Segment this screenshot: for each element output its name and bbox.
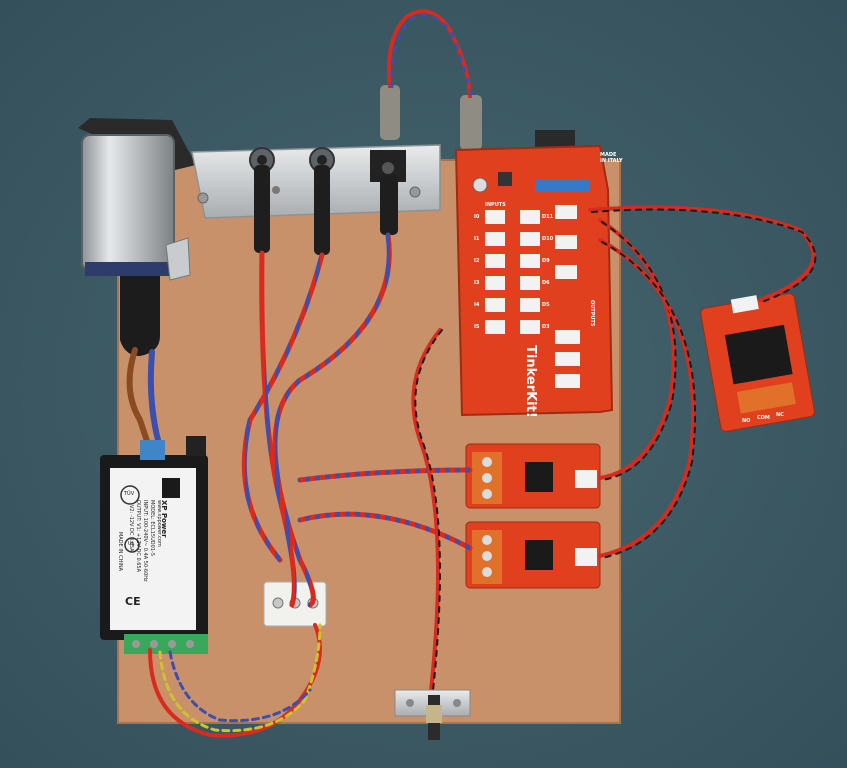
pin-label: D10 (542, 236, 554, 242)
jack-socket-icon (309, 147, 335, 255)
relay-nc-label: NC (776, 412, 784, 418)
tuv-mark: TÜV (124, 491, 135, 497)
psu-model: MODEL: ECL15UD01-S (149, 500, 155, 556)
jack-socket-icon (249, 147, 275, 253)
mosfet-module-2 (465, 521, 601, 589)
pin-label: I4 (474, 302, 480, 308)
pin-label: D6 (542, 280, 550, 286)
input-connectors (485, 205, 580, 388)
made-in-label: MADE IN ITALY (600, 152, 623, 164)
controller-name: TinkerKit! (523, 345, 538, 418)
pin-label: I1 (474, 236, 480, 242)
psu-website: www.xppower.com (156, 500, 162, 547)
relay-no-label: NO (742, 418, 751, 424)
pin-label: I5 (474, 324, 480, 330)
ce-mark: CE (125, 595, 141, 608)
relay-icon (700, 292, 815, 432)
psu-module (100, 436, 208, 654)
pin-label: I2 (474, 258, 480, 264)
inputs-label: INPUTS (485, 202, 506, 208)
pin-label: D11 (542, 214, 554, 220)
pin-label: D5 (542, 302, 550, 308)
plug-cable (380, 9, 482, 150)
led-icon (394, 689, 471, 740)
pin-label: D9 (542, 258, 550, 264)
pin-label: D3 (542, 324, 550, 330)
ul-mark: UL (128, 541, 135, 547)
pin-label: I3 (474, 280, 480, 286)
psu-input: INPUT: 100-240V~ 0.4A 50-60Hz (142, 500, 148, 582)
relay-com-label: COM (757, 415, 770, 421)
power-inlet-icon (78, 118, 196, 356)
wiring (148, 205, 817, 738)
outputs-label: OUTPUTS (589, 300, 595, 327)
tinkerkit-board (454, 130, 614, 417)
mosfet-module-1 (465, 443, 601, 509)
jack-socket-icon (370, 150, 406, 235)
pin-label: I0 (474, 214, 480, 220)
psu-origin: MADE IN CHINA (117, 532, 123, 572)
psu-output-1: OUTPUT: V1: +12V DC 0.65A (135, 500, 141, 573)
